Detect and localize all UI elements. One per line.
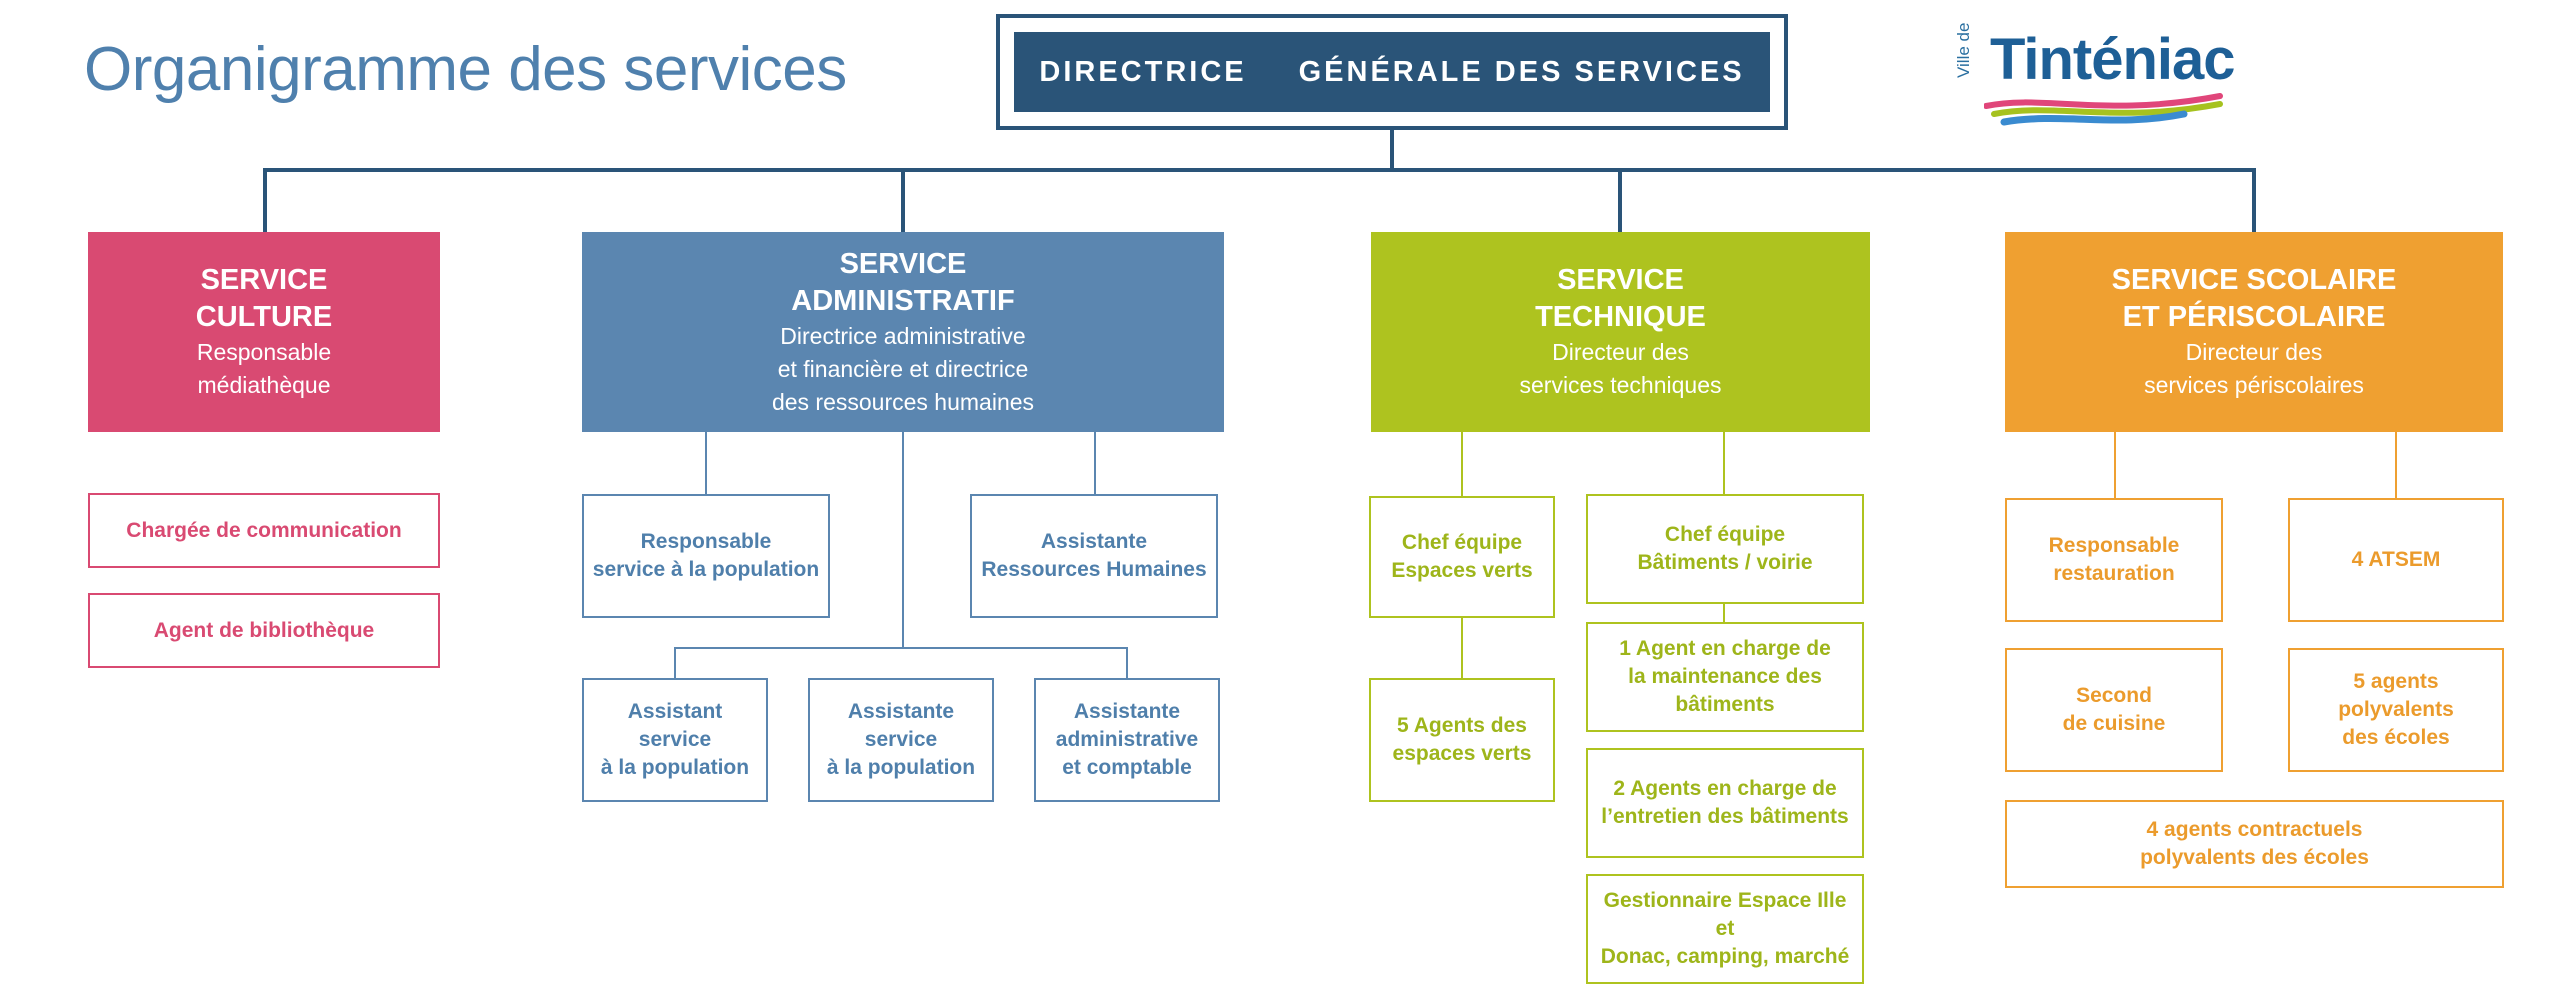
service-administratif-name-2: ADMINISTRATIF bbox=[791, 284, 1015, 317]
tech-staff-gestionnaire: Gestionnaire Espace Ille et Donac, campi… bbox=[1586, 874, 1864, 984]
staff-line: Ressources Humaines bbox=[981, 558, 1207, 581]
logo: Ville de Tinténiac bbox=[1954, 23, 2236, 126]
staff-line: Espaces verts bbox=[1391, 559, 1533, 582]
service-administratif-role-1: Directrice administrative bbox=[780, 322, 1026, 349]
service-administratif-role-3: des ressources humaines bbox=[771, 388, 1035, 415]
admin-staff-assistante-comptable: Assistante administrative et comptable bbox=[1034, 678, 1220, 802]
directrice-generale-line-2: GÉNÉRALE DES SERVICES bbox=[1298, 55, 1745, 88]
staff-line: Gestionnaire Espace Ille et bbox=[1603, 889, 1847, 940]
service-culture-name-2: CULTURE bbox=[195, 301, 333, 333]
page-title: Organigramme des services bbox=[84, 35, 847, 104]
culture-staff-label: Chargée de communication bbox=[126, 518, 402, 542]
staff-line: à la population bbox=[600, 756, 750, 779]
culture-staff-bibliotheque: Agent de bibliothèque bbox=[88, 593, 440, 668]
staff-line: espaces verts bbox=[1392, 742, 1532, 765]
scol-staff-restauration: Responsable restauration bbox=[2005, 498, 2223, 622]
staff-line: Chef équipe bbox=[1401, 531, 1523, 554]
culture-staff-communication: Chargée de communication bbox=[88, 493, 440, 568]
service-technique-head: SERVICE TECHNIQUE Directeur des services… bbox=[1371, 232, 1870, 432]
staff-line: l’entretien des bâtiments bbox=[1601, 805, 1849, 828]
staff-line: Assistante bbox=[1040, 530, 1148, 553]
directrice-generale-label: DIRECTRICE GÉNÉRALE DES SERVICES bbox=[1014, 32, 1770, 112]
scol-staff-second-cuisine: Second de cuisine bbox=[2005, 648, 2223, 772]
tech-staff-chef-batiments: Chef équipe Bâtiments / voirie bbox=[1586, 494, 1864, 604]
staff-line: la maintenance des bbox=[1628, 665, 1822, 688]
staff-line: service à la population bbox=[592, 558, 820, 581]
tech-staff-maintenance: 1 Agent en charge de la maintenance des … bbox=[1586, 622, 1864, 732]
service-technique-role-1: Directeur des bbox=[1552, 339, 1689, 365]
staff-line: bâtiments bbox=[1675, 693, 1775, 716]
staff-line: Chef équipe bbox=[1664, 523, 1786, 546]
culture-staff-label: Agent de bibliothèque bbox=[153, 618, 375, 642]
service-scolaire-head: SERVICE SCOLAIRE ET PÉRISCOLAIRE Directe… bbox=[2005, 232, 2503, 432]
staff-line: Responsable bbox=[2048, 534, 2180, 557]
staff-line: 4 agents contractuels bbox=[2146, 818, 2363, 841]
logo-waves-icon bbox=[1984, 93, 2223, 126]
service-culture-role-2: médiathèque bbox=[197, 372, 331, 398]
staff-line: restauration bbox=[2053, 562, 2175, 585]
staff-line: Assistante bbox=[847, 700, 955, 723]
service-technique-role-2: services techniques bbox=[1519, 372, 1722, 398]
service-scolaire-name-2: ET PÉRISCOLAIRE bbox=[2122, 301, 2386, 333]
staff-line: service bbox=[638, 728, 712, 751]
service-technique-name-1: SERVICE bbox=[1557, 264, 1684, 296]
staff-line: Donac, camping, marché bbox=[1600, 945, 1850, 968]
service-scolaire-name-1: SERVICE SCOLAIRE bbox=[2111, 264, 2397, 296]
admin-staff-assistante-rh: Assistante Ressources Humaines bbox=[970, 494, 1218, 618]
staff-line: des écoles bbox=[2342, 726, 2450, 749]
directrice-generale-box: DIRECTRICE GÉNÉRALE DES SERVICES bbox=[996, 14, 1788, 130]
staff-line: Second bbox=[2076, 684, 2152, 707]
staff-line: 2 Agents en charge de bbox=[1613, 777, 1837, 800]
service-culture-head: SERVICE CULTURE Responsable médiathèque bbox=[88, 232, 440, 432]
service-culture-name-1: SERVICE bbox=[200, 264, 328, 296]
admin-staff-assistant-population: Assistant service à la population bbox=[582, 678, 768, 802]
staff-line: polyvalents bbox=[2338, 698, 2454, 721]
admin-staff-assistante-population: Assistante service à la population bbox=[808, 678, 994, 802]
staff-line: service bbox=[864, 728, 938, 751]
staff-line: de cuisine bbox=[2062, 712, 2166, 735]
service-administratif-name-1: SERVICE bbox=[839, 247, 967, 280]
tech-staff-agents-espaces-verts: 5 Agents des espaces verts bbox=[1369, 678, 1555, 802]
scol-staff-agents-polyvalents: 5 agents polyvalents des écoles bbox=[2288, 648, 2504, 772]
admin-staff-responsable: Responsable service à la population bbox=[582, 494, 830, 618]
tech-staff-entretien: 2 Agents en charge de l’entretien des bâ… bbox=[1586, 748, 1864, 858]
directrice-generale-line-1: DIRECTRICE bbox=[1039, 55, 1247, 88]
service-administratif-role-2: et financière et directrice bbox=[777, 355, 1029, 382]
service-scolaire-role-1: Directeur des bbox=[2185, 339, 2323, 365]
logo-name: Tinténiac bbox=[1990, 27, 2236, 92]
staff-line: 1 Agent en charge de bbox=[1619, 637, 1831, 660]
scol-staff-contractuels: 4 agents contractuels polyvalents des éc… bbox=[2005, 800, 2504, 888]
service-technique-name-2: TECHNIQUE bbox=[1535, 301, 1706, 333]
tech-staff-chef-espaces-verts: Chef équipe Espaces verts bbox=[1369, 496, 1555, 618]
staff-line: Assistant bbox=[627, 700, 723, 723]
staff-line: Bâtiments / voirie bbox=[1637, 551, 1813, 574]
staff-line: 4 ATSEM bbox=[2351, 548, 2441, 571]
service-scolaire-role-2: services périscolaires bbox=[2144, 372, 2364, 398]
service-culture-role-1: Responsable bbox=[196, 339, 332, 365]
staff-line: Responsable bbox=[640, 530, 772, 553]
staff-line: Assistante bbox=[1073, 700, 1181, 723]
staff-line: administrative bbox=[1055, 728, 1199, 751]
staff-line: et comptable bbox=[1062, 756, 1192, 779]
service-administratif-head: SERVICE ADMINISTRATIF Directrice adminis… bbox=[582, 232, 1224, 432]
staff-line: 5 Agents des bbox=[1397, 714, 1527, 737]
staff-line: à la population bbox=[826, 756, 976, 779]
scol-staff-atsem: 4 ATSEM bbox=[2288, 498, 2504, 622]
staff-line: polyvalents des écoles bbox=[2140, 846, 2369, 869]
staff-line: 5 agents bbox=[2353, 670, 2439, 693]
